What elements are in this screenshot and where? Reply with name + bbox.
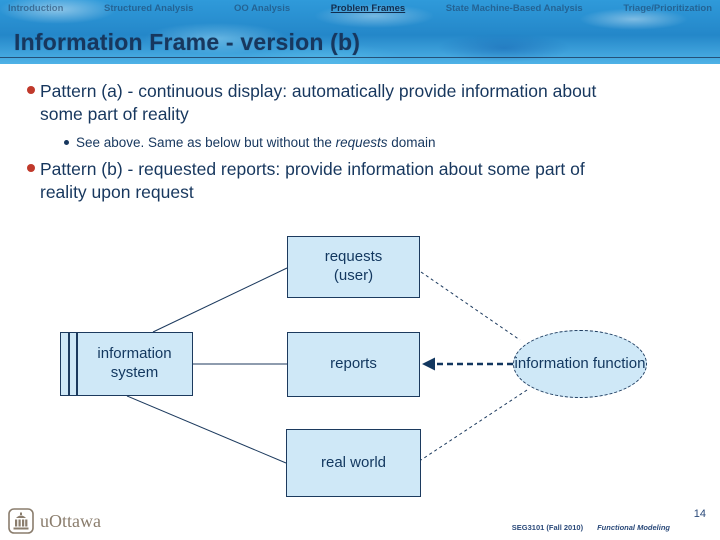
domain-box-requests: requests (user) [287, 236, 420, 298]
real-world-label: real world [320, 453, 387, 471]
nav-item-oo-analysis[interactable]: OO Analysis [234, 3, 291, 14]
sub-bullet-marker [64, 140, 69, 146]
uottawa-logo: uOttawa [8, 508, 101, 534]
footer: uOttawa SEG3101 (Fall 2010) Functional Mo… [0, 500, 720, 540]
bullet-pattern-a-text: Pattern (a) - continuous display: automa… [40, 81, 597, 125]
nav-bar: Introduction Structured Analysis OO Anal… [0, 2, 720, 16]
nav-item-triage-prioritization[interactable]: Triage/Prioritization [623, 3, 712, 14]
nav-item-structured-analysis[interactable]: Structured Analysis [104, 3, 194, 14]
course-code: SEG3101 (Fall 2010) [511, 523, 584, 532]
header-banner: Introduction Structured Analysis OO Anal… [0, 0, 720, 64]
sub-bullet-text-before: See above. Same as below but without the [76, 135, 336, 151]
domain-box-real-world: real world [286, 429, 421, 497]
bullet-marker [27, 163, 35, 172]
requests-label-line2: (user) [333, 267, 374, 284]
uottawa-building-icon [8, 508, 34, 534]
deck-title: Functional Modeling [597, 523, 670, 532]
requests-label-line1: requests [324, 248, 383, 266]
bullet-list: Pattern (a) - continuous display: automa… [0, 76, 720, 206]
sub-bullet-text-after: domain [387, 135, 436, 151]
machine-box-information-system: information system [60, 332, 193, 396]
nav-item-state-machine-analysis[interactable]: State Machine-Based Analysis [445, 3, 583, 14]
nav-item-problem-frames[interactable]: Problem Frames [330, 3, 406, 14]
bullet-marker [27, 86, 35, 94]
footer-credit: SEG3101 (Fall 2010) Functional Modeling [512, 523, 670, 532]
sub-bullet-text-italic: requests [335, 135, 388, 151]
nav-item-introduction[interactable]: Introduction [8, 3, 64, 14]
slide-title: Information Frame - version (b) [14, 29, 361, 55]
sub-bullet-see-above: See above. Same as below but without the… [64, 134, 636, 152]
information-function-label: information function [514, 354, 646, 372]
requirement-ellipse-information-function: information function [513, 330, 647, 398]
machine-stripe [68, 333, 70, 395]
title-underline [0, 57, 720, 58]
information-system-label: information system [97, 345, 172, 381]
machine-stripe [76, 333, 78, 395]
reports-label: reports [330, 355, 377, 373]
page-number: 14 [693, 508, 706, 520]
uottawa-wordmark: uOttawa [40, 510, 101, 531]
bullet-pattern-b-text: Pattern (b) - requested reports: provide… [40, 158, 585, 202]
bullet-pattern-b: Pattern (b) - requested reports: provide… [27, 158, 630, 204]
bullet-pattern-a: Pattern (a) - continuous display: automa… [27, 80, 630, 126]
domain-box-reports: reports [287, 332, 420, 397]
